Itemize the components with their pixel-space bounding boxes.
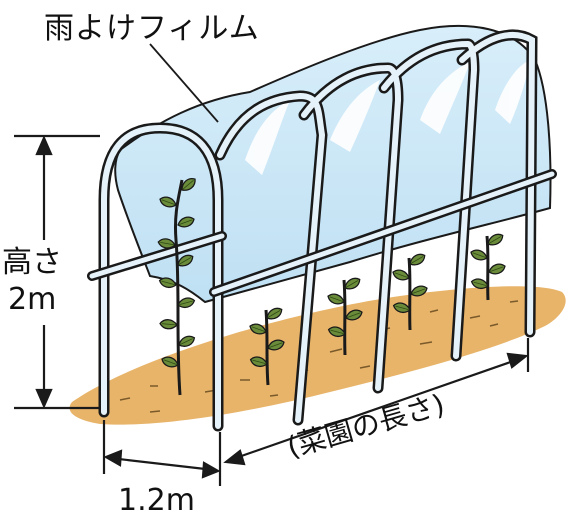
hoop-frame	[98, 29, 538, 432]
plant-3	[325, 274, 365, 356]
plant-2	[247, 304, 287, 386]
width-label: 1.2m	[118, 483, 195, 518]
plant-4	[390, 250, 430, 331]
height-value: 2m	[8, 282, 57, 317]
length-dimension	[223, 338, 530, 466]
height-label: 高さ	[2, 245, 62, 280]
film-leader-line	[149, 43, 219, 123]
side-rods	[87, 169, 557, 297]
film-highlights	[245, 60, 530, 175]
plant-1	[156, 174, 199, 396]
soil-bed	[69, 286, 566, 425]
film-label: 雨よけフィルム	[44, 11, 260, 46]
height-dimension	[14, 134, 100, 410]
width-dimension	[102, 420, 222, 486]
plant-5	[468, 230, 508, 301]
